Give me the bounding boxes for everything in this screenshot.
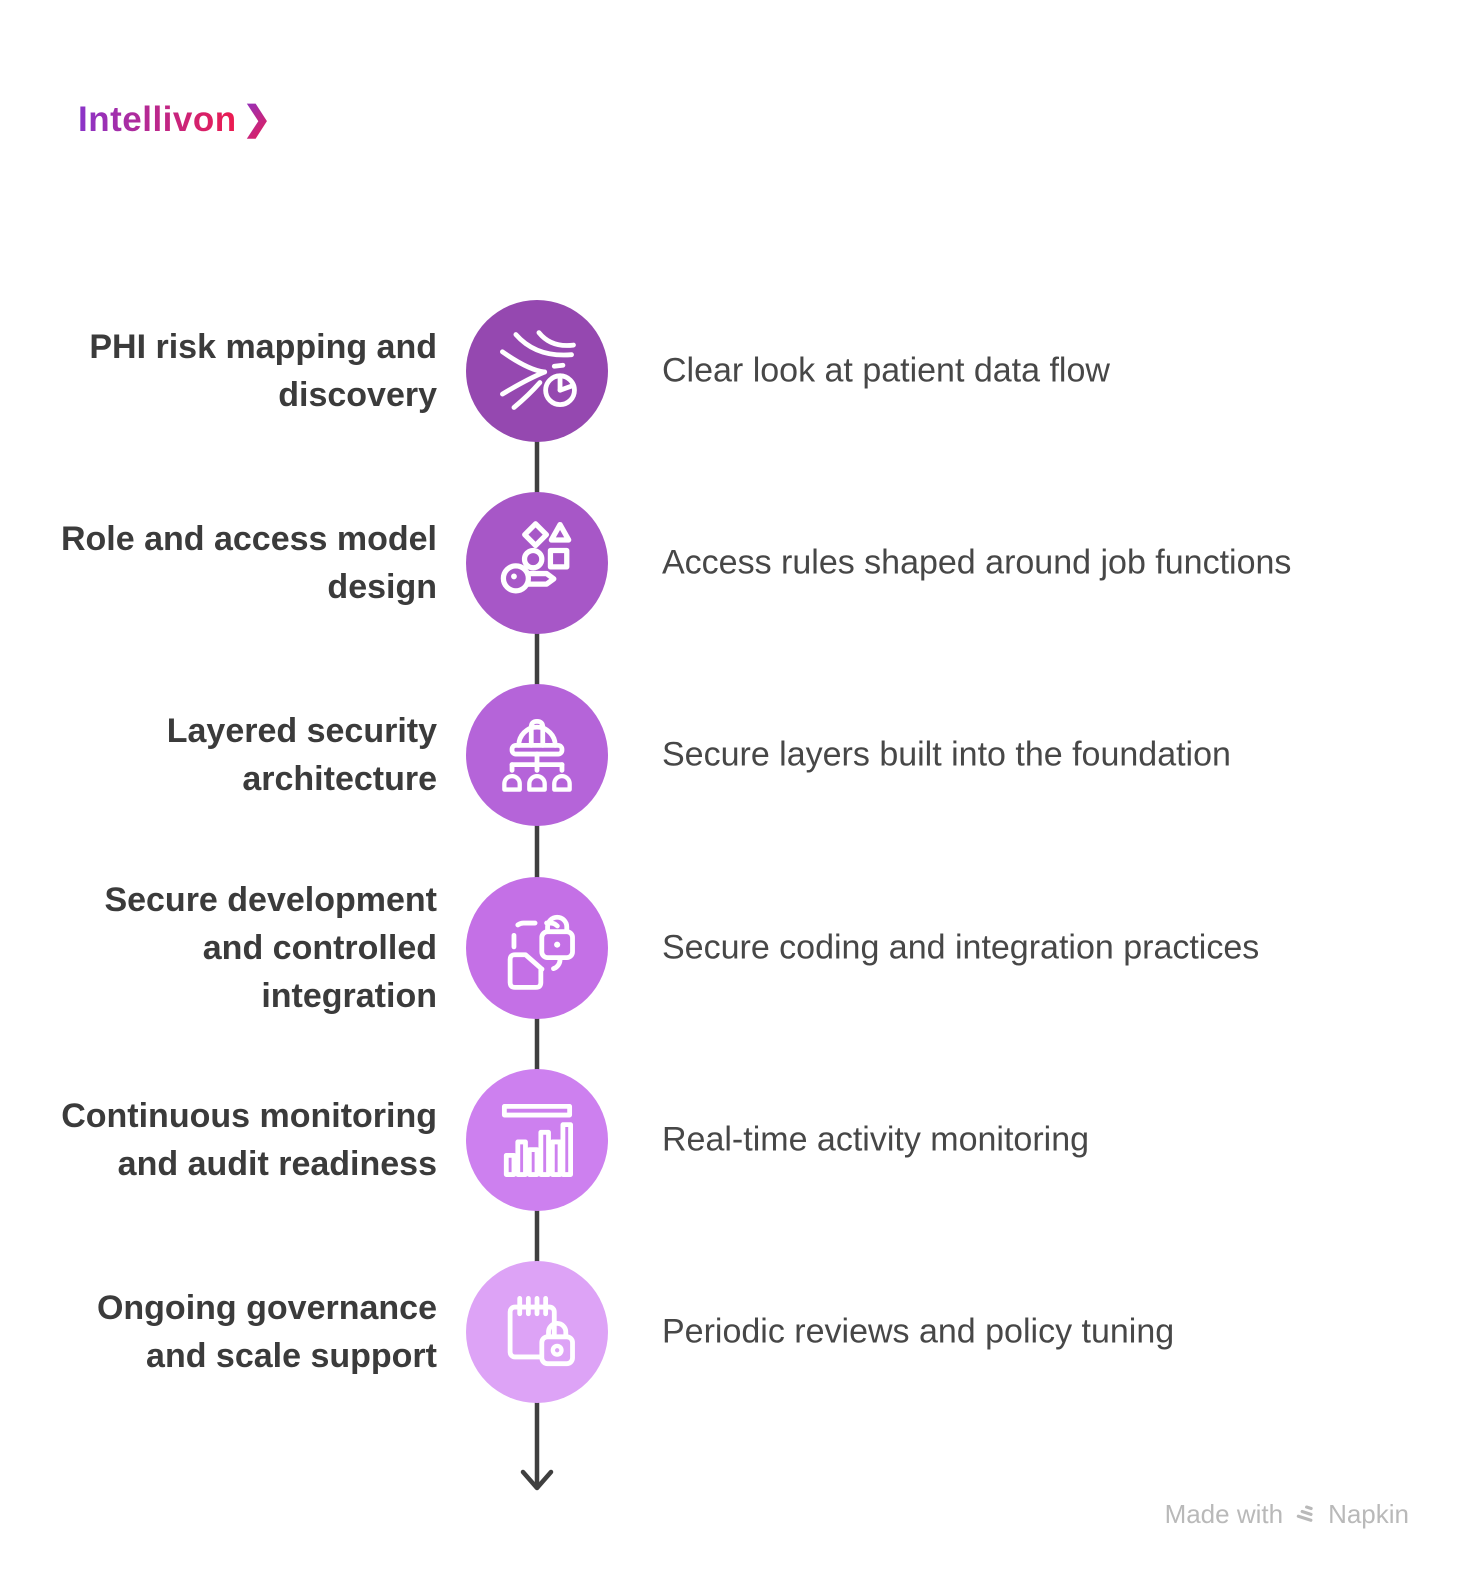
step-icon-circle — [466, 877, 608, 1019]
step-description: Access rules shaped around job functions — [662, 543, 1292, 582]
notepad-lock-icon — [507, 1296, 575, 1367]
logo-wordmark: Intellivon — [78, 100, 237, 139]
step-description: Real-time activity monitoring — [662, 1120, 1090, 1159]
key-shapes-icon — [500, 521, 572, 594]
step-description: Clear look at patient data flow — [662, 351, 1110, 390]
step-title: Layered security architecture — [166, 712, 437, 798]
intellivon-logo: Intellivon ❯ — [78, 100, 271, 140]
made-with-label: Made with — [1164, 1499, 1284, 1529]
step-title: Role and access model design — [60, 520, 437, 606]
data-flow-pie-icon — [500, 330, 577, 410]
down-arrow-icon — [520, 1469, 554, 1491]
step-title: Continuous monitoring and audit readines… — [61, 1097, 437, 1183]
hard-hat-hierarchy-icon — [502, 719, 572, 792]
step-description: Secure coding and integration practices — [662, 928, 1260, 967]
step-icon-circle — [466, 684, 608, 826]
dashed-frame-lock-icon — [507, 914, 575, 990]
key-hole-dot — [511, 573, 517, 580]
step-description: Periodic reviews and policy tuning — [662, 1312, 1175, 1351]
step-title: Ongoing governance and scale support — [96, 1289, 437, 1375]
step-title: PHI risk mapping and discovery — [89, 328, 437, 414]
step-title: Secure development and controlled integr… — [104, 881, 437, 1015]
step-icon-circle — [466, 1069, 608, 1211]
step-description: Secure layers built into the foundation — [662, 735, 1231, 774]
logo-chevron-icon: ❯ — [242, 100, 272, 138]
bar-chart-monitor-icon — [501, 1104, 573, 1177]
step-icon-circle — [466, 492, 608, 634]
napkin-brand-label: Napkin — [1328, 1499, 1409, 1529]
made-with-napkin-watermark: Made with Napkin — [1165, 1499, 1409, 1530]
step-icon-circle — [466, 1261, 608, 1403]
step-icon-circle — [466, 300, 608, 442]
napkin-logo-icon — [1296, 1505, 1313, 1522]
